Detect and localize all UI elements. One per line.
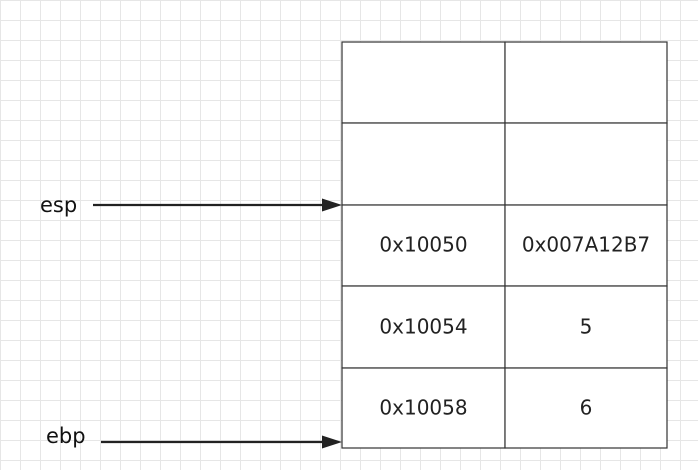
esp-arrowhead-icon [322, 198, 342, 212]
address-cell-1 [341, 122, 506, 206]
stack-table: 0x10050 0x007A12B7 0x10054 5 0x10058 6 [341, 41, 668, 449]
value-cell-1 [504, 122, 668, 206]
address-cell-4 [341, 367, 506, 449]
address-cell-0 [341, 41, 506, 124]
value-text-2: 0x007A12B7 [522, 233, 650, 257]
esp-label: esp [40, 193, 77, 217]
ebp-pointer: ebp [46, 424, 342, 449]
value-cell-0 [504, 41, 668, 124]
stack-row-0 [341, 41, 668, 124]
value-text-3: 5 [580, 315, 593, 339]
esp-pointer: esp [40, 193, 342, 217]
value-cell-2 [504, 204, 668, 287]
address-text-4: 0x10058 [379, 396, 467, 420]
ebp-arrowhead-icon [322, 435, 342, 449]
stack-row-2: 0x10050 0x007A12B7 [341, 204, 668, 287]
address-text-3: 0x10054 [379, 315, 467, 339]
stack-row-3: 0x10054 5 [341, 285, 668, 369]
stack-row-4: 0x10058 6 [341, 367, 668, 449]
address-cell-3 [341, 285, 506, 369]
address-cell-2 [341, 204, 506, 287]
stack-row-1 [341, 122, 668, 206]
value-cell-4 [504, 367, 668, 449]
address-text-2: 0x10050 [379, 233, 467, 257]
value-cell-3 [504, 285, 668, 369]
ebp-label: ebp [46, 424, 86, 448]
value-text-4: 6 [580, 396, 593, 420]
